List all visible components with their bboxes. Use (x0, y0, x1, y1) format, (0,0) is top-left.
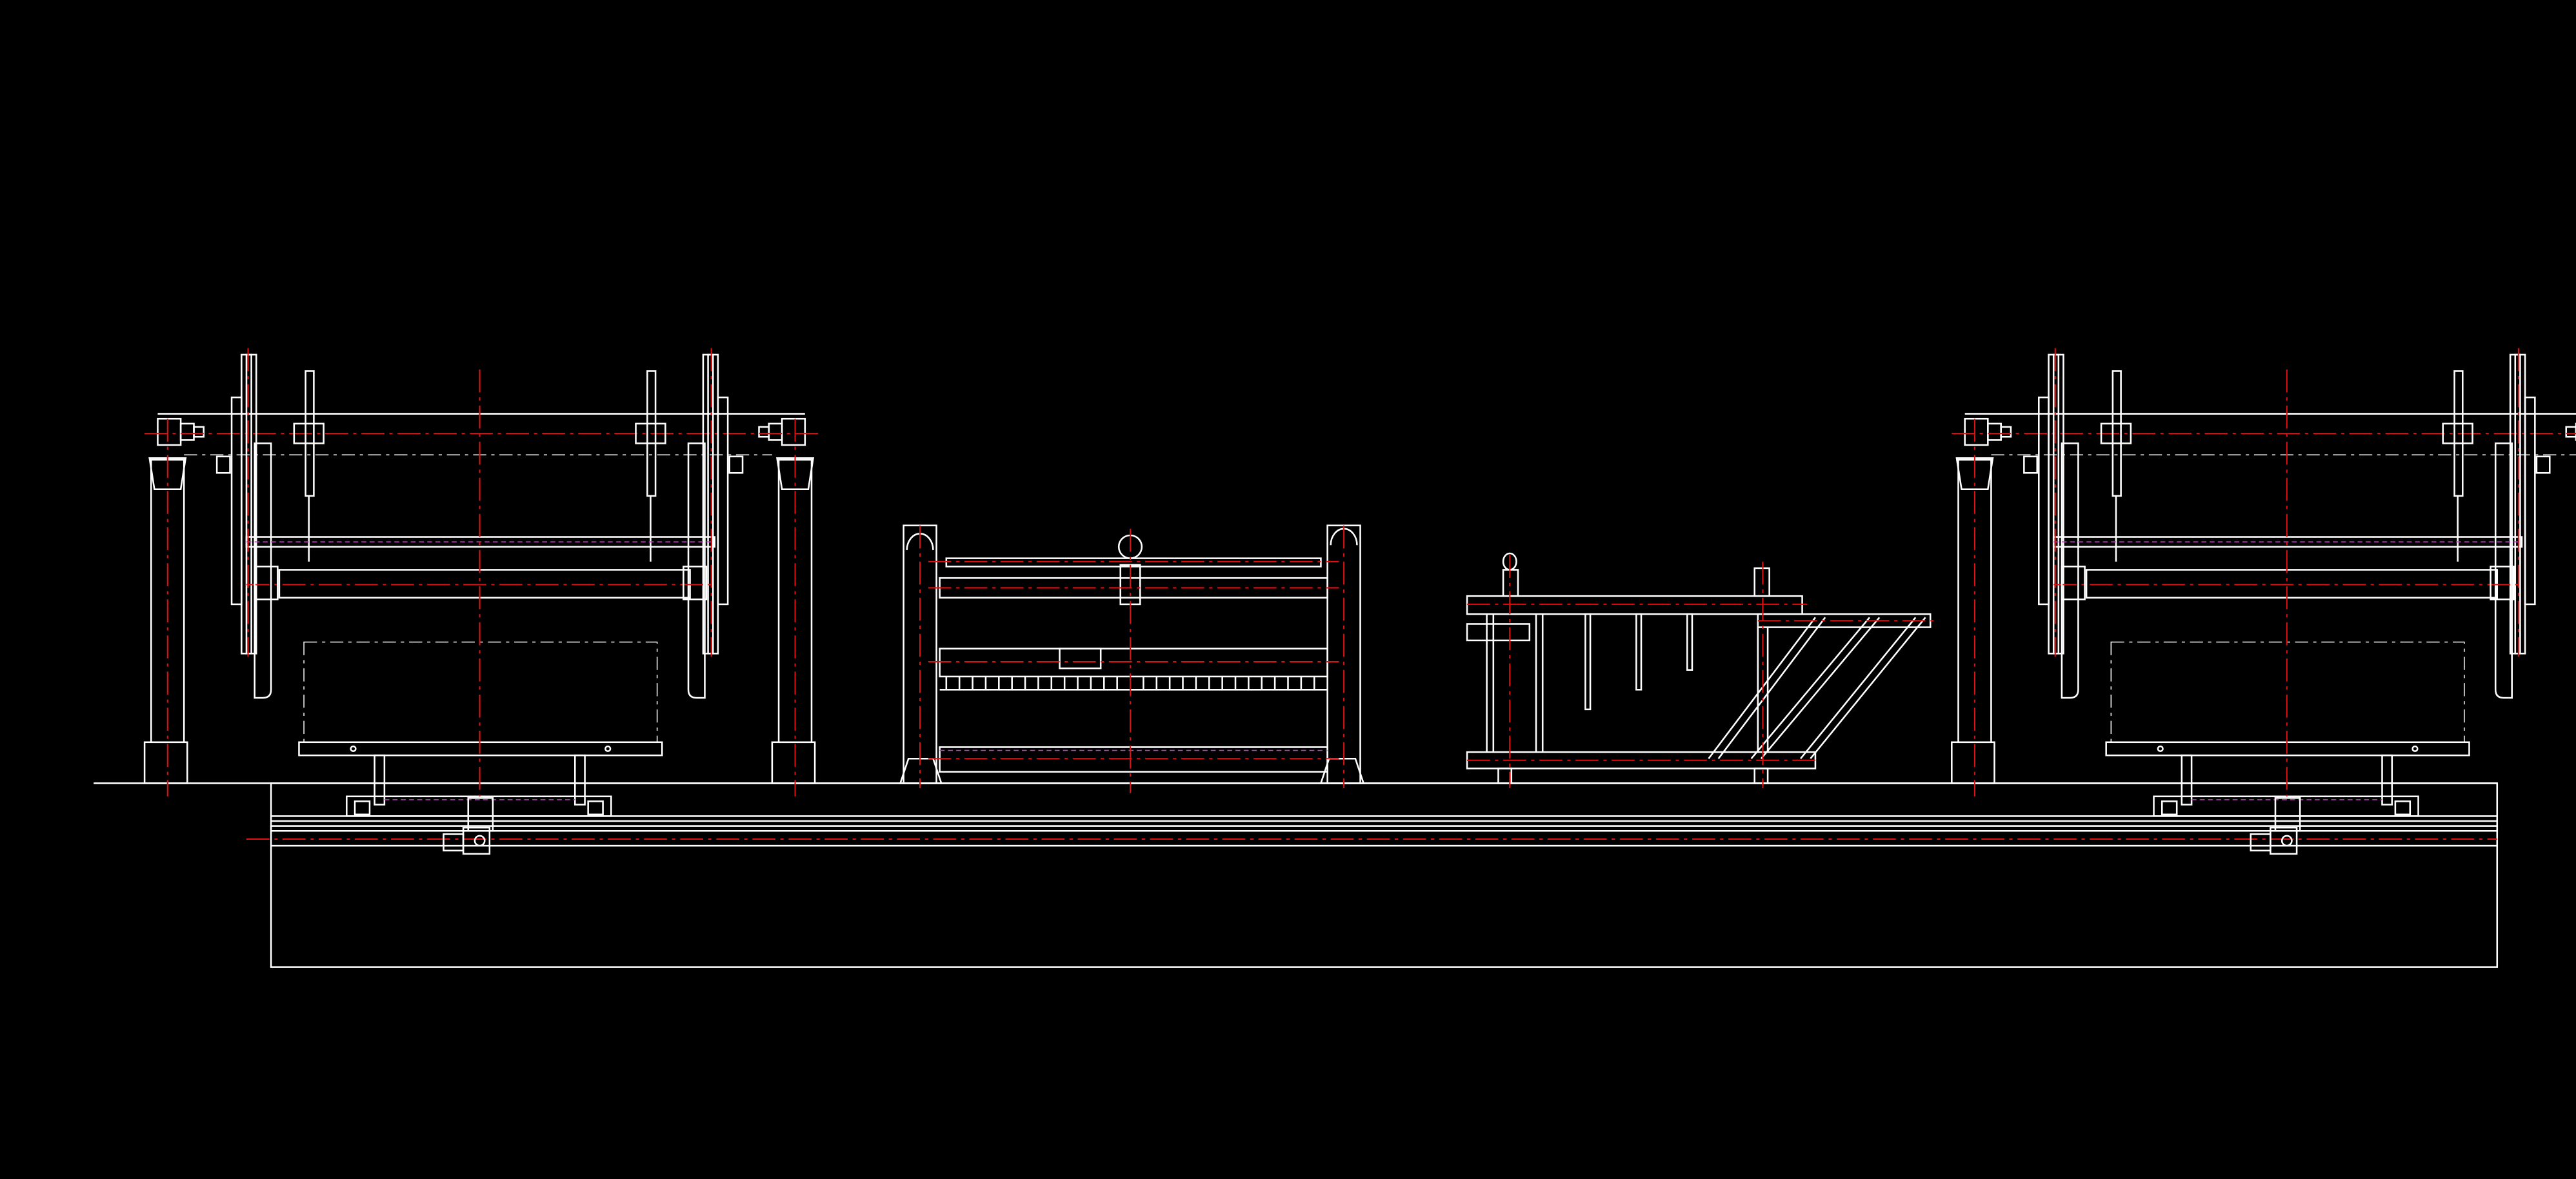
gantry-station-right (1951, 347, 2576, 855)
gantry-station-left (143, 347, 823, 855)
rail-track (246, 815, 2499, 847)
hanger-rack-station (1466, 552, 1935, 789)
press-frame-station (899, 524, 1365, 793)
base-bed (270, 782, 2499, 968)
